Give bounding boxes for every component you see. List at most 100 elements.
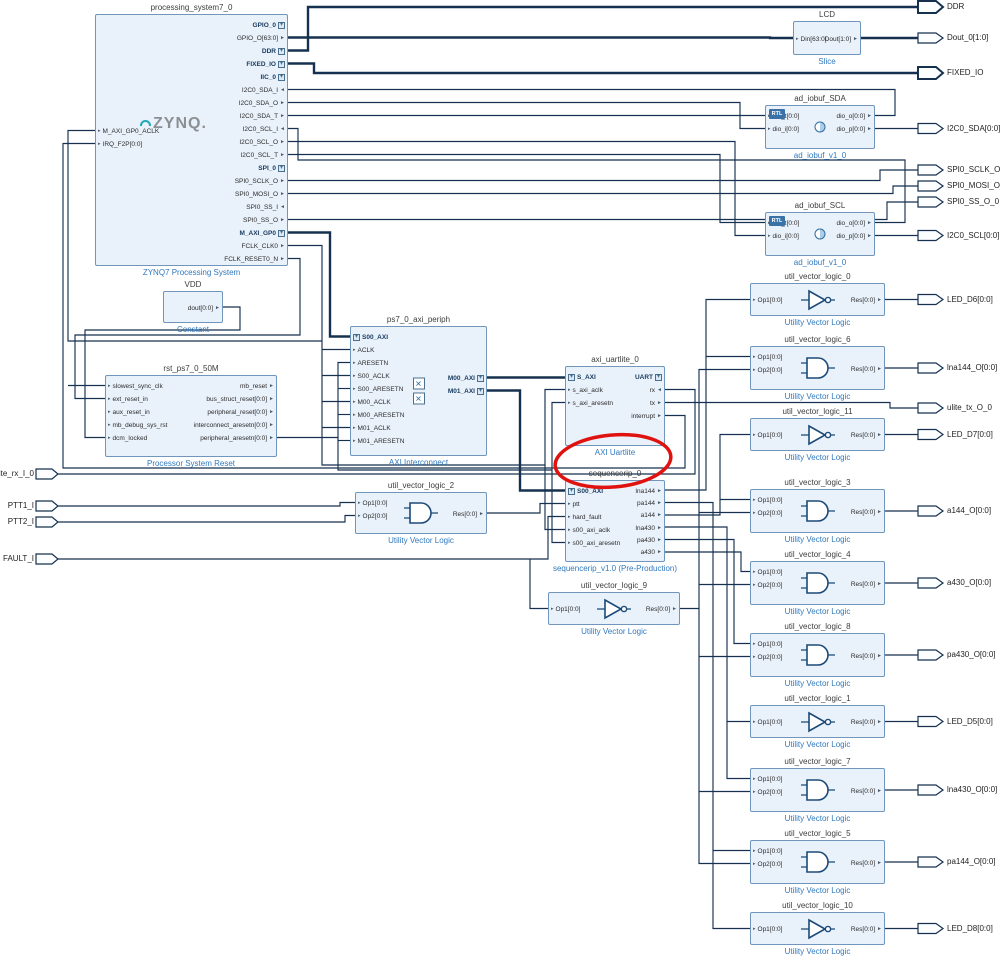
- external-port-pin-lite_rx_I_0[interactable]: [35, 468, 59, 480]
- bus-wire[interactable]: [288, 5, 918, 52]
- external-port-pin-a144_O[0:0][interactable]: [917, 505, 945, 517]
- external-port-pin-FAULT_I[interactable]: [35, 553, 59, 565]
- port-s00_axi_aresetn[interactable]: ▸s00_axi_aresetn: [568, 537, 620, 550]
- port-FIXED_IO[interactable]: FIXED_IO+: [246, 58, 285, 71]
- port-peripheral_aresetn[0:0][interactable]: peripheral_aresetn[0:0]►: [200, 432, 274, 445]
- port-Op2[0:0][interactable]: ▸Op2[0:0]: [753, 579, 782, 592]
- block-util_vector_logic_6[interactable]: ▸Op1[0:0]▸Op2[0:0] Res[0:0]►: [750, 346, 885, 390]
- port-Op1[0:0][interactable]: ▸Op1[0:0]: [753, 429, 782, 442]
- port-Op2[0:0][interactable]: ▸Op2[0:0]: [753, 507, 782, 520]
- external-port-pin-lna430_O[0:0][interactable]: [917, 784, 945, 796]
- net-wire[interactable]: [665, 433, 750, 516]
- net-wire[interactable]: [84, 306, 241, 439]
- port-SPI0_SCLK_O[interactable]: SPI0_SCLK_O►: [235, 175, 285, 188]
- block-util_vector_logic_8[interactable]: ▸Op1[0:0]▸Op2[0:0]Res[0:0]►: [750, 633, 885, 677]
- port-Res[0:0][interactable]: Res[0:0]►: [851, 363, 882, 376]
- port-Res[0:0][interactable]: Res[0:0]►: [453, 508, 484, 521]
- port-S_AXI[interactable]: +S_AXI: [568, 371, 596, 384]
- port-Op1[0:0][interactable]: ▸Op1[0:0]: [753, 716, 782, 729]
- net-wire[interactable]: [288, 244, 565, 466]
- net-wire[interactable]: [288, 88, 896, 117]
- external-port-pin-pa144_O[0:0][interactable]: [917, 856, 945, 868]
- port-Op1[0:0][interactable]: ▸Op1[0:0]: [753, 923, 782, 936]
- port-M00_AXI[interactable]: M00_AXI+: [448, 372, 484, 385]
- port-M00_ARESETN[interactable]: ▸M00_ARESETN: [353, 409, 404, 422]
- external-port-pin-SPI0_SCLK_O_0[interactable]: [917, 164, 945, 176]
- port-Res[0:0][interactable]: Res[0:0]►: [851, 429, 882, 442]
- port-Op2[0:0][interactable]: ▸Op2[0:0]: [753, 786, 782, 799]
- port-I2C0_SCL_O[interactable]: I2C0_SCL_O►: [239, 136, 285, 149]
- net-wire[interactable]: [288, 153, 765, 224]
- port-Op2[0:0][interactable]: ▸Op2[0:0]: [358, 510, 387, 523]
- external-port-pin-I2C0_SDA[0:0][interactable]: [917, 122, 945, 135]
- port-SPI0_SS_I[interactable]: SPI0_SS_I◄: [246, 201, 285, 214]
- external-port-pin-SPI0_MOSI_O_0[interactable]: [917, 180, 945, 192]
- block-util_vector_logic_10[interactable]: ▸Op1[0:0] Res[0:0]►: [750, 912, 885, 945]
- external-port-pin-I2C0_SCL[0:0][interactable]: [917, 229, 945, 242]
- net-wire[interactable]: [288, 201, 918, 221]
- port-I2C0_SCL_T[interactable]: I2C0_SCL_T►: [240, 149, 285, 162]
- port-rx[interactable]: rx◄: [650, 384, 662, 397]
- net-wire[interactable]: [288, 140, 765, 237]
- port-s00_axi_aclk[interactable]: ▸s00_axi_aclk: [568, 524, 610, 537]
- port-dout[0:0][interactable]: dout[0:0]►: [188, 302, 220, 315]
- port-SPI_0[interactable]: SPI_0+: [258, 162, 285, 175]
- port-a430[interactable]: a430►: [641, 547, 662, 559]
- net-wire[interactable]: [74, 257, 301, 400]
- port-dio_i[0:0][interactable]: ▸dio_i[0:0]: [768, 123, 799, 136]
- block-util_vector_logic_7[interactable]: ▸Op1[0:0]▸Op2[0:0]Res[0:0]►: [750, 768, 885, 812]
- port-Op1[0:0][interactable]: ▸Op1[0:0]: [753, 294, 782, 307]
- block-sequencerip_0[interactable]: +S00_AXI▸ptt▸hard_fault▸s00_axi_aclk▸s00…: [565, 480, 665, 562]
- port-Dout[1:0][interactable]: Dout[1:0]►: [825, 33, 858, 46]
- port-M00_ACLK[interactable]: ▸M00_ACLK: [353, 396, 391, 409]
- port-lna430[interactable]: lna430►: [636, 522, 662, 534]
- port-pa430[interactable]: pa430►: [637, 534, 662, 546]
- port-GPIO_0[interactable]: GPIO_0+: [253, 19, 285, 32]
- block-util_vector_logic_9[interactable]: ▸Op1[0:0]Res[0:0]►: [548, 592, 680, 625]
- port-M_AXI_GP0[interactable]: M_AXI_GP0+: [240, 227, 285, 240]
- net-wire[interactable]: [665, 551, 750, 573]
- port-I2C0_SCL_I[interactable]: I2C0_SCL_I◄: [243, 123, 285, 136]
- port-ACLK[interactable]: ▸ACLK: [353, 344, 375, 357]
- external-port-pin-PTT2_I[interactable]: [35, 516, 59, 528]
- net-wire[interactable]: [698, 608, 750, 865]
- port-FCLK_RESET0_N[interactable]: FCLK_RESET0_N►: [224, 253, 285, 266]
- port-peripheral_reset[0:0][interactable]: peripheral_reset[0:0]►: [207, 406, 274, 419]
- port-Res[0:0][interactable]: Res[0:0]►: [851, 716, 882, 729]
- net-wire[interactable]: [665, 526, 750, 780]
- port-Op2[0:0][interactable]: ▸Op2[0:0]: [753, 364, 782, 377]
- net-wire[interactable]: [67, 129, 322, 342]
- bus-wire[interactable]: [288, 62, 918, 75]
- block-util_vector_logic_5[interactable]: ▸Op1[0:0]▸Op2[0:0]Res[0:0]►: [750, 840, 885, 884]
- block-util_vector_logic_3[interactable]: ▸Op1[0:0]▸Op2[0:0]Res[0:0]►: [750, 489, 885, 533]
- port-Op1[0:0][interactable]: ▸Op1[0:0]: [753, 845, 782, 858]
- port-M01_AXI[interactable]: M01_AXI+: [448, 385, 484, 398]
- block-processing_system7_0[interactable]: ▸M_AXI_GP0_ACLK▸IRQ_F2P[0:0]GPIO_0+GPIO_…: [95, 14, 288, 266]
- port-IIC_0[interactable]: IIC_0+: [260, 71, 285, 84]
- block-rst_ps7_0_50M[interactable]: ▸slowest_sync_clk▸ext_reset_in▸aux_reset…: [105, 375, 277, 457]
- port-Res[0:0][interactable]: Res[0:0]►: [851, 578, 882, 591]
- block-ps7_0_axi_periph[interactable]: +S00_AXI▸ACLK▸ARESETN▸S00_ACLK▸S00_ARESE…: [350, 326, 487, 456]
- port-Op1[0:0][interactable]: ▸Op1[0:0]: [358, 497, 387, 510]
- port-ext_reset_in[interactable]: ▸ext_reset_in: [108, 393, 148, 406]
- net-wire[interactable]: [58, 514, 355, 523]
- port-SPI0_SS_O[interactable]: SPI0_SS_O►: [243, 214, 285, 227]
- net-wire[interactable]: [288, 169, 918, 182]
- port-s_axi_aresetn[interactable]: ▸s_axi_aresetn: [568, 397, 613, 410]
- external-port-pin-LED_D6[0:0][interactable]: [917, 293, 945, 306]
- port-SPI0_MOSI_O[interactable]: SPI0_MOSI_O►: [235, 188, 285, 201]
- port-S00_AXI[interactable]: +S00_AXI: [353, 331, 388, 344]
- port-dio_o[0:0][interactable]: dio_o[0:0]►: [836, 110, 872, 123]
- port-Op1[0:0][interactable]: ▸Op1[0:0]: [753, 773, 782, 786]
- port-Res[0:0][interactable]: Res[0:0]►: [851, 294, 882, 307]
- external-port-pin-DDR[interactable]: [917, 0, 945, 14]
- block-ad_iobuf_SCL[interactable]: ▸dio_t[0:0]▸dio_i[0:0]dio_o[0:0]►dio_p[0…: [765, 212, 875, 256]
- port-Res[0:0][interactable]: Res[0:0]►: [851, 923, 882, 936]
- port-interconnect_aresetn[0:0][interactable]: interconnect_aresetn[0:0]►: [194, 419, 274, 432]
- net-wire[interactable]: [544, 465, 565, 531]
- port-Din[63:0][interactable]: ▸Din[63:0]: [796, 33, 827, 46]
- port-IRQ_F2P[0:0][interactable]: ▸IRQ_F2P[0:0]: [98, 138, 142, 151]
- net-wire[interactable]: [665, 401, 918, 409]
- port-Op1[0:0][interactable]: ▸Op1[0:0]: [753, 351, 782, 364]
